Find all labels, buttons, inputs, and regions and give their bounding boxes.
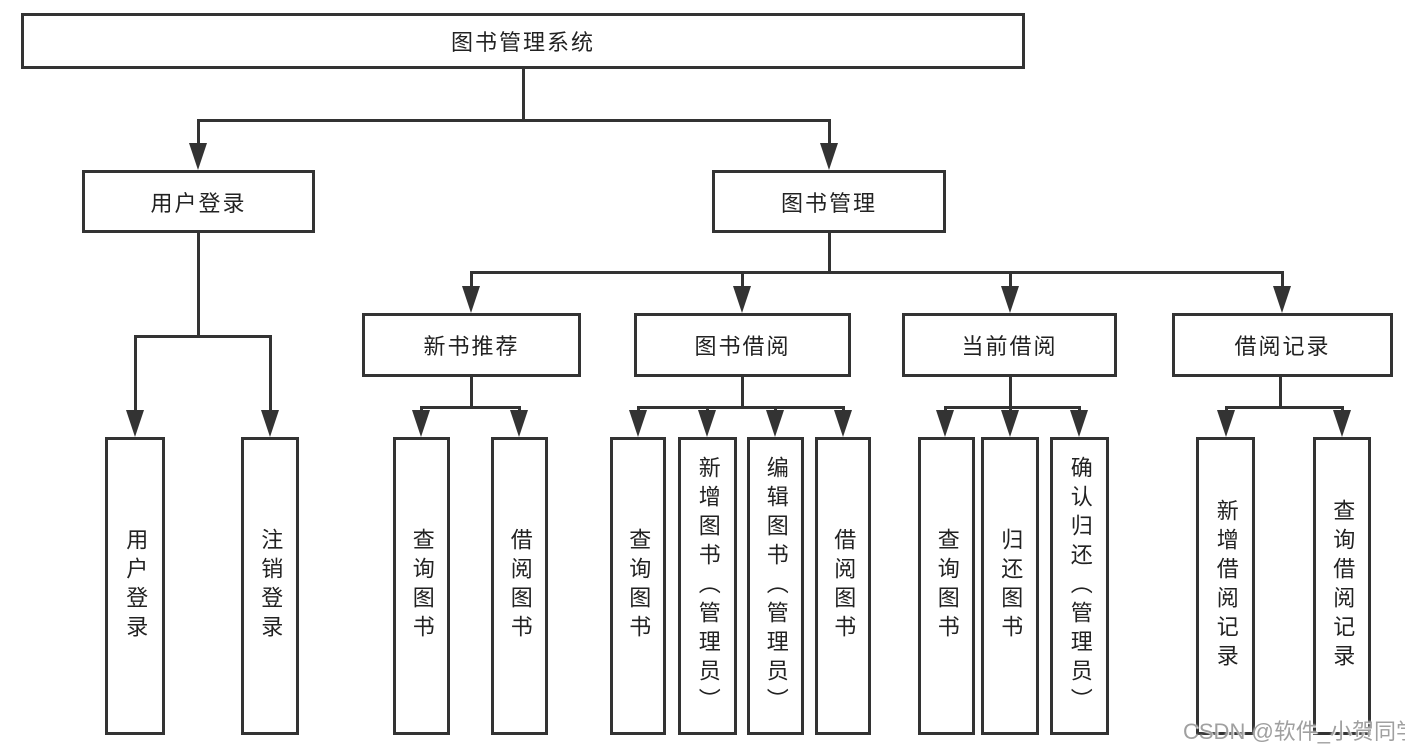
node-label: 图书借阅 <box>694 334 791 359</box>
connector-stem <box>827 233 831 274</box>
node-label: 新增图书（管理员） <box>695 455 721 717</box>
node-leaf-bb-add: 新增图书（管理员） <box>678 437 737 735</box>
node-label: 用户登录 <box>123 528 149 644</box>
node-book-borrow: 图书借阅 <box>634 313 851 377</box>
node-leaf-cb-query: 查询图书 <box>918 437 975 735</box>
watermark: CSDN @软件_小贺同学 <box>1183 719 1405 744</box>
node-leaf-bb-borrow: 借阅图书 <box>815 437 871 735</box>
arrowhead-down-icon <box>1001 410 1019 437</box>
arrowhead-down-icon <box>820 143 838 170</box>
arrowhead-down-icon <box>261 410 279 437</box>
node-leaf-bb-query: 查询图书 <box>610 437 666 735</box>
node-root: 图书管理系统 <box>21 13 1025 69</box>
node-leaf-br-query: 查询借阅记录 <box>1313 437 1371 735</box>
node-leaf-cb-confirm: 确认归还（管理员） <box>1050 437 1109 735</box>
connector-bar <box>636 405 845 409</box>
node-label: 图书管理系统 <box>450 30 595 55</box>
node-label: 编辑图书（管理员） <box>763 455 789 717</box>
node-label: 查询图书 <box>626 528 652 644</box>
connector-drop <box>268 336 272 413</box>
connector-stem <box>521 69 525 122</box>
node-label: 新增借阅记录 <box>1213 499 1239 673</box>
arrowhead-down-icon <box>1333 410 1351 437</box>
node-leaf-user-login: 用户登录 <box>105 437 165 735</box>
node-label: 当前借阅 <box>961 334 1058 359</box>
node-label: 用户登录 <box>150 190 247 216</box>
node-leaf-cb-return: 归还图书 <box>981 437 1039 735</box>
connector-stem <box>740 377 744 409</box>
connector-bar <box>196 118 831 122</box>
connector-bar <box>419 405 521 409</box>
arrowhead-down-icon <box>126 410 144 437</box>
connector-stem <box>196 233 200 338</box>
connector-stem <box>1278 377 1282 409</box>
arrowhead-down-icon <box>1070 410 1088 437</box>
arrowhead-down-icon <box>462 286 480 313</box>
node-label: 确认归还（管理员） <box>1067 455 1093 717</box>
node-label: 借阅记录 <box>1234 334 1331 359</box>
connector-bar <box>133 334 272 338</box>
arrowhead-down-icon <box>698 410 716 437</box>
arrowhead-down-icon <box>766 410 784 437</box>
arrowhead-down-icon <box>1001 286 1019 313</box>
node-user-login: 用户登录 <box>82 170 315 233</box>
connector-stem <box>469 377 473 409</box>
node-label: 归还图书 <box>998 528 1024 644</box>
arrowhead-down-icon <box>412 410 430 437</box>
arrowhead-down-icon <box>936 410 954 437</box>
node-label: 注销登录 <box>258 528 284 644</box>
connector-drop <box>1280 272 1284 289</box>
node-label: 查询借阅记录 <box>1330 499 1356 673</box>
connector-bar <box>943 405 1081 409</box>
connector-bar <box>1224 405 1344 409</box>
node-leaf-nb-query: 查询图书 <box>393 437 450 735</box>
arrowhead-down-icon <box>1273 286 1291 313</box>
node-book-mgmt: 图书管理 <box>712 170 946 233</box>
node-label: 查询图书 <box>409 528 435 644</box>
node-label: 图书管理 <box>780 190 877 216</box>
connector-drop <box>469 272 473 289</box>
node-label: 新书推荐 <box>423 334 520 359</box>
node-borrow-records: 借阅记录 <box>1172 313 1393 377</box>
node-leaf-logout: 注销登录 <box>241 437 299 735</box>
connector-drop <box>740 272 744 289</box>
node-new-book-rec: 新书推荐 <box>362 313 581 377</box>
connector-drop <box>196 120 200 146</box>
connector-drop <box>133 336 137 413</box>
connector-bar <box>469 270 1284 274</box>
node-leaf-br-add: 新增借阅记录 <box>1196 437 1255 735</box>
connector-drop <box>1008 272 1012 289</box>
node-leaf-nb-borrow: 借阅图书 <box>491 437 548 735</box>
arrowhead-down-icon <box>1217 410 1235 437</box>
node-leaf-bb-edit: 编辑图书（管理员） <box>747 437 804 735</box>
arrowhead-down-icon <box>733 286 751 313</box>
connector-drop <box>827 120 831 146</box>
node-label: 借阅图书 <box>831 528 857 644</box>
node-label: 借阅图书 <box>507 528 533 644</box>
node-current-borrow: 当前借阅 <box>902 313 1117 377</box>
node-label: 查询图书 <box>934 528 960 644</box>
connector-stem <box>1008 377 1012 409</box>
arrowhead-down-icon <box>629 410 647 437</box>
arrowhead-down-icon <box>189 143 207 170</box>
arrowhead-down-icon <box>834 410 852 437</box>
arrowhead-down-icon <box>510 410 528 437</box>
